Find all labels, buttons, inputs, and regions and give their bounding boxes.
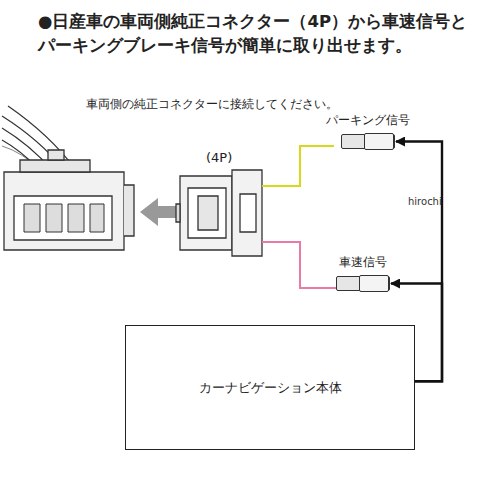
signal-connector: 車速信号 — [336, 254, 390, 291]
plug-body — [341, 134, 395, 149]
plug-socket — [359, 275, 389, 292]
plug-body — [336, 276, 390, 291]
signal-name: 車速信号 — [339, 254, 387, 271]
vehicle-connector — [4, 150, 134, 250]
connect-arrow — [140, 198, 178, 226]
connector-label: (4P) — [206, 150, 232, 165]
4p-connector — [176, 170, 262, 256]
instruction-note: 車両側の純正コネクターに接続してください。 — [86, 96, 338, 113]
signal-name: パーキング信号 — [326, 112, 410, 129]
speed-wire — [262, 242, 344, 288]
parking-wire — [262, 146, 334, 186]
unit-name: カーナビゲーション本体 — [199, 379, 342, 397]
title: ●日産車の車両側純正コネクター（4P）から車速信号と パーキングブレーキ信号が簡… — [38, 10, 470, 58]
plug-socket — [364, 133, 394, 150]
signal-connector: パーキング信号 — [326, 112, 410, 149]
watermark: hirochi — [408, 196, 442, 207]
navigation-unit-box: カーナビゲーション本体 — [125, 325, 415, 450]
